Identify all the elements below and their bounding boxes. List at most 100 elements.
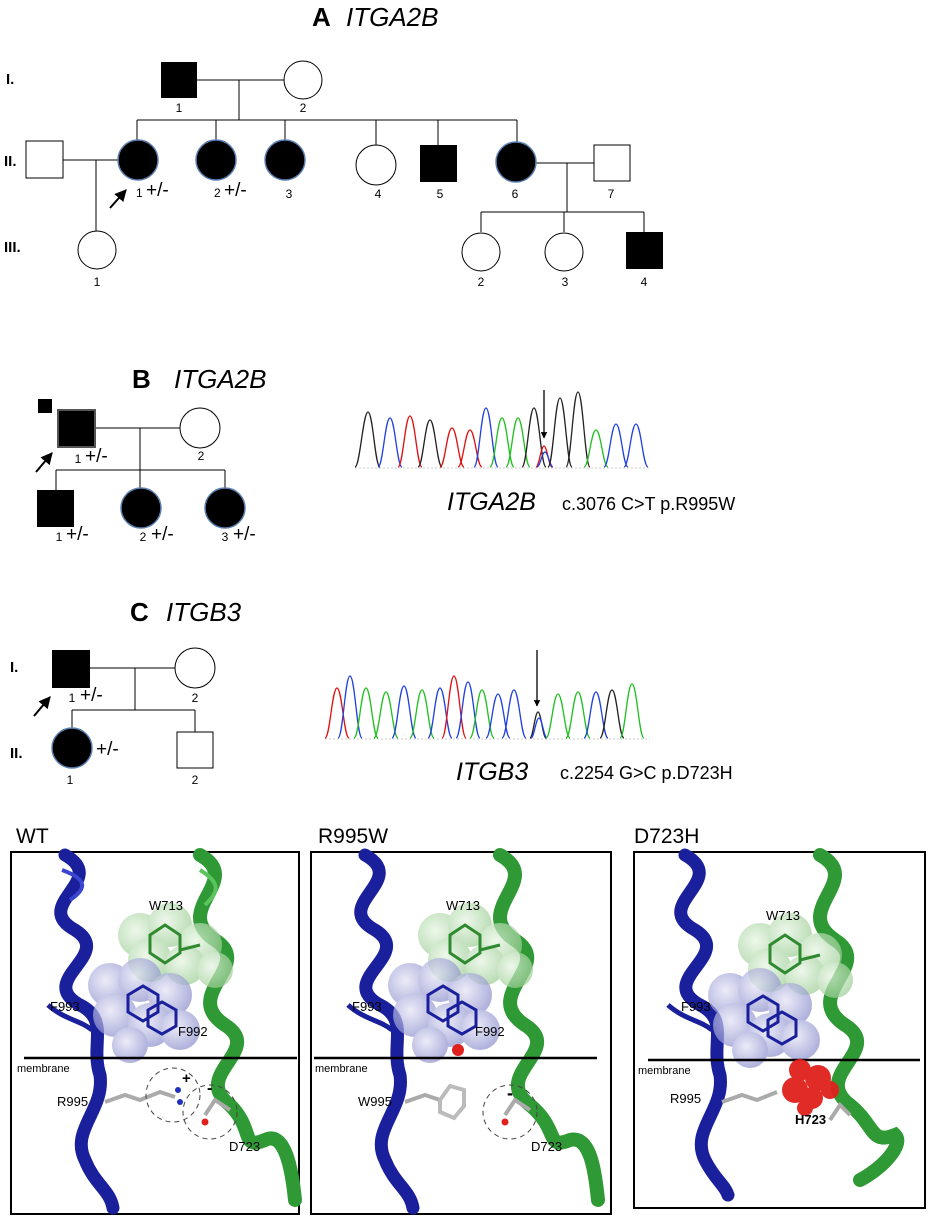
ped-a-II2-label: 2 xyxy=(214,186,221,200)
wt-plus-charge: + xyxy=(182,1070,191,1087)
ped-c-II2-label: 2 xyxy=(192,773,199,787)
wt-label-membrane: membrane xyxy=(17,1063,70,1075)
wt-label-r995: R995 xyxy=(57,1094,88,1109)
wt-label-d723: D723 xyxy=(229,1139,260,1154)
proband-arrow-icon xyxy=(35,452,53,473)
wt-minus-charge: - xyxy=(207,1080,212,1097)
ped-c-I1-proband-male xyxy=(52,650,90,688)
wt-label-f993: F993 xyxy=(50,999,80,1014)
structure-wt-title: WT xyxy=(16,825,49,848)
chromatogram-b-gene: ITGA2B xyxy=(447,488,536,516)
ped-a-II2-genotype: +/- xyxy=(224,180,247,201)
ped-a-II6-affected-female xyxy=(495,141,537,183)
ped-c-I2-label: 2 xyxy=(192,691,199,705)
ped-c-II1-affected-female xyxy=(51,727,93,769)
ped-a-spouse-male xyxy=(25,140,64,179)
ped-a-III1-female xyxy=(77,230,117,270)
structure-d723h: D723H W713 F993 membrane R995 H723 xyxy=(633,825,926,1209)
ped-a-II6-label: 6 xyxy=(512,187,519,201)
panel-b-letter: B xyxy=(132,364,151,394)
panel-a-letter: A xyxy=(312,2,331,32)
ped-c-II1-label: 1 xyxy=(67,773,74,787)
structure-wt: WT + - W713 F99 xyxy=(10,825,302,1215)
ped-a-III1-label: 1 xyxy=(94,275,101,289)
ped-b-small-marker xyxy=(38,399,52,413)
chromatogram-b xyxy=(354,390,650,469)
chromatogram-c xyxy=(324,650,650,740)
ped-a-II4-female xyxy=(355,144,397,186)
ped-b-I1-genotype: +/- xyxy=(85,446,108,467)
ped-b-II3-label: 3 xyxy=(222,530,229,544)
ped-a-I1-label: 1 xyxy=(176,101,183,115)
ped-a-II1-label: 1 xyxy=(136,186,143,200)
d723h-label-f993: F993 xyxy=(681,999,711,1014)
ped-a-I1-affected-male xyxy=(161,62,197,98)
r995w-label-f992: F992 xyxy=(475,1024,505,1039)
ped-a-III3-female xyxy=(544,232,584,272)
panel-a-gene: ITGA2B xyxy=(346,2,438,32)
structure-r995w-title: R995W xyxy=(318,825,388,848)
ped-a-II7-male xyxy=(593,144,631,182)
ped-a-II1-proband xyxy=(117,139,159,181)
pedigree-c-lines xyxy=(71,667,196,732)
panel-a-pedigree: A ITGA2B I. II. III. 1 2 xyxy=(4,2,663,289)
ped-a-III3-label: 3 xyxy=(562,275,569,289)
r995w-label-d723: D723 xyxy=(531,1139,562,1154)
chromatogram-b-mutation: c.3076 C>T p.R995W xyxy=(562,494,735,514)
ped-b-II2-genotype: +/- xyxy=(151,524,174,545)
ped-a-II3-label: 3 xyxy=(286,187,293,201)
ped-a-II5-affected-male xyxy=(420,145,457,182)
chromatogram-c-mutation: c.2254 G>C p.D723H xyxy=(560,763,733,783)
d723h-label-w713: W713 xyxy=(766,908,800,923)
ped-b-I1-label: 1 xyxy=(75,452,82,466)
ped-a-II7-label: 7 xyxy=(608,187,615,201)
structure-d723h-title: D723H xyxy=(634,825,699,848)
ped-a-III2-female xyxy=(461,232,501,272)
ped-b-II1-genotype: +/- xyxy=(66,524,89,545)
gen-label-II: II. xyxy=(4,153,17,170)
ped-c-I1-label: 1 xyxy=(69,691,76,705)
pedigree-b-lines xyxy=(55,427,226,490)
r995w-label-f993: F993 xyxy=(352,999,382,1014)
ped-a-I2-female xyxy=(283,60,323,100)
ped-a-III2-label: 2 xyxy=(478,275,485,289)
ped-a-II1-genotype: +/- xyxy=(146,180,169,201)
ped-b-II2-affected-female xyxy=(120,487,162,529)
ped-b-II1-affected-male xyxy=(37,490,74,527)
ped-c-II1-genotype: +/- xyxy=(96,739,119,760)
ped-a-III4-label: 4 xyxy=(641,275,648,289)
ped-b-I1-proband-male xyxy=(57,409,96,448)
gen-label-III: III. xyxy=(4,239,21,256)
d723h-label-h723: H723 xyxy=(795,1112,826,1127)
r995w-label-w995: W995 xyxy=(358,1094,392,1109)
ped-c-I2-female xyxy=(174,647,216,689)
wt-label-f992: F992 xyxy=(178,1024,208,1039)
r995w-label-w713: W713 xyxy=(446,898,480,913)
ped-c-II2-male xyxy=(176,731,214,769)
ped-b-I2-label: 2 xyxy=(198,449,205,463)
d723h-label-membrane: membrane xyxy=(638,1065,691,1077)
ped-c-I1-genotype: +/- xyxy=(80,685,103,706)
gen-c-label-I: I. xyxy=(10,659,18,676)
panel-c-pedigree: C ITGB3 I. II. 1 +/- 2 +/- 1 2 xyxy=(10,597,242,787)
proband-arrow-icon xyxy=(109,189,127,209)
pedigree-a-lines xyxy=(63,79,645,232)
panel-c-letter: C xyxy=(130,597,149,627)
ped-a-II5-label: 5 xyxy=(437,187,444,201)
ped-a-II2-affected-female xyxy=(195,139,237,181)
wt-label-w713: W713 xyxy=(149,898,183,913)
ped-a-II4-label: 4 xyxy=(375,187,382,201)
structure-r995w: R995W - W713 F993 F992 membrane W995 D xyxy=(310,825,612,1215)
ped-b-I2-female xyxy=(179,407,221,449)
chromatogram-c-gene: ITGB3 xyxy=(456,758,528,786)
ped-b-II3-genotype: +/- xyxy=(233,524,256,545)
ped-b-II1-label: 1 xyxy=(56,530,63,544)
ped-a-I2-label: 2 xyxy=(300,101,307,115)
proband-arrow-icon xyxy=(33,696,51,717)
ped-a-II3-affected-female xyxy=(264,139,306,181)
gen-c-label-II: II. xyxy=(10,745,23,762)
gen-label-I: I. xyxy=(6,71,14,88)
ped-b-II3-affected-female xyxy=(204,487,246,529)
panel-c-gene: ITGB3 xyxy=(166,597,242,627)
